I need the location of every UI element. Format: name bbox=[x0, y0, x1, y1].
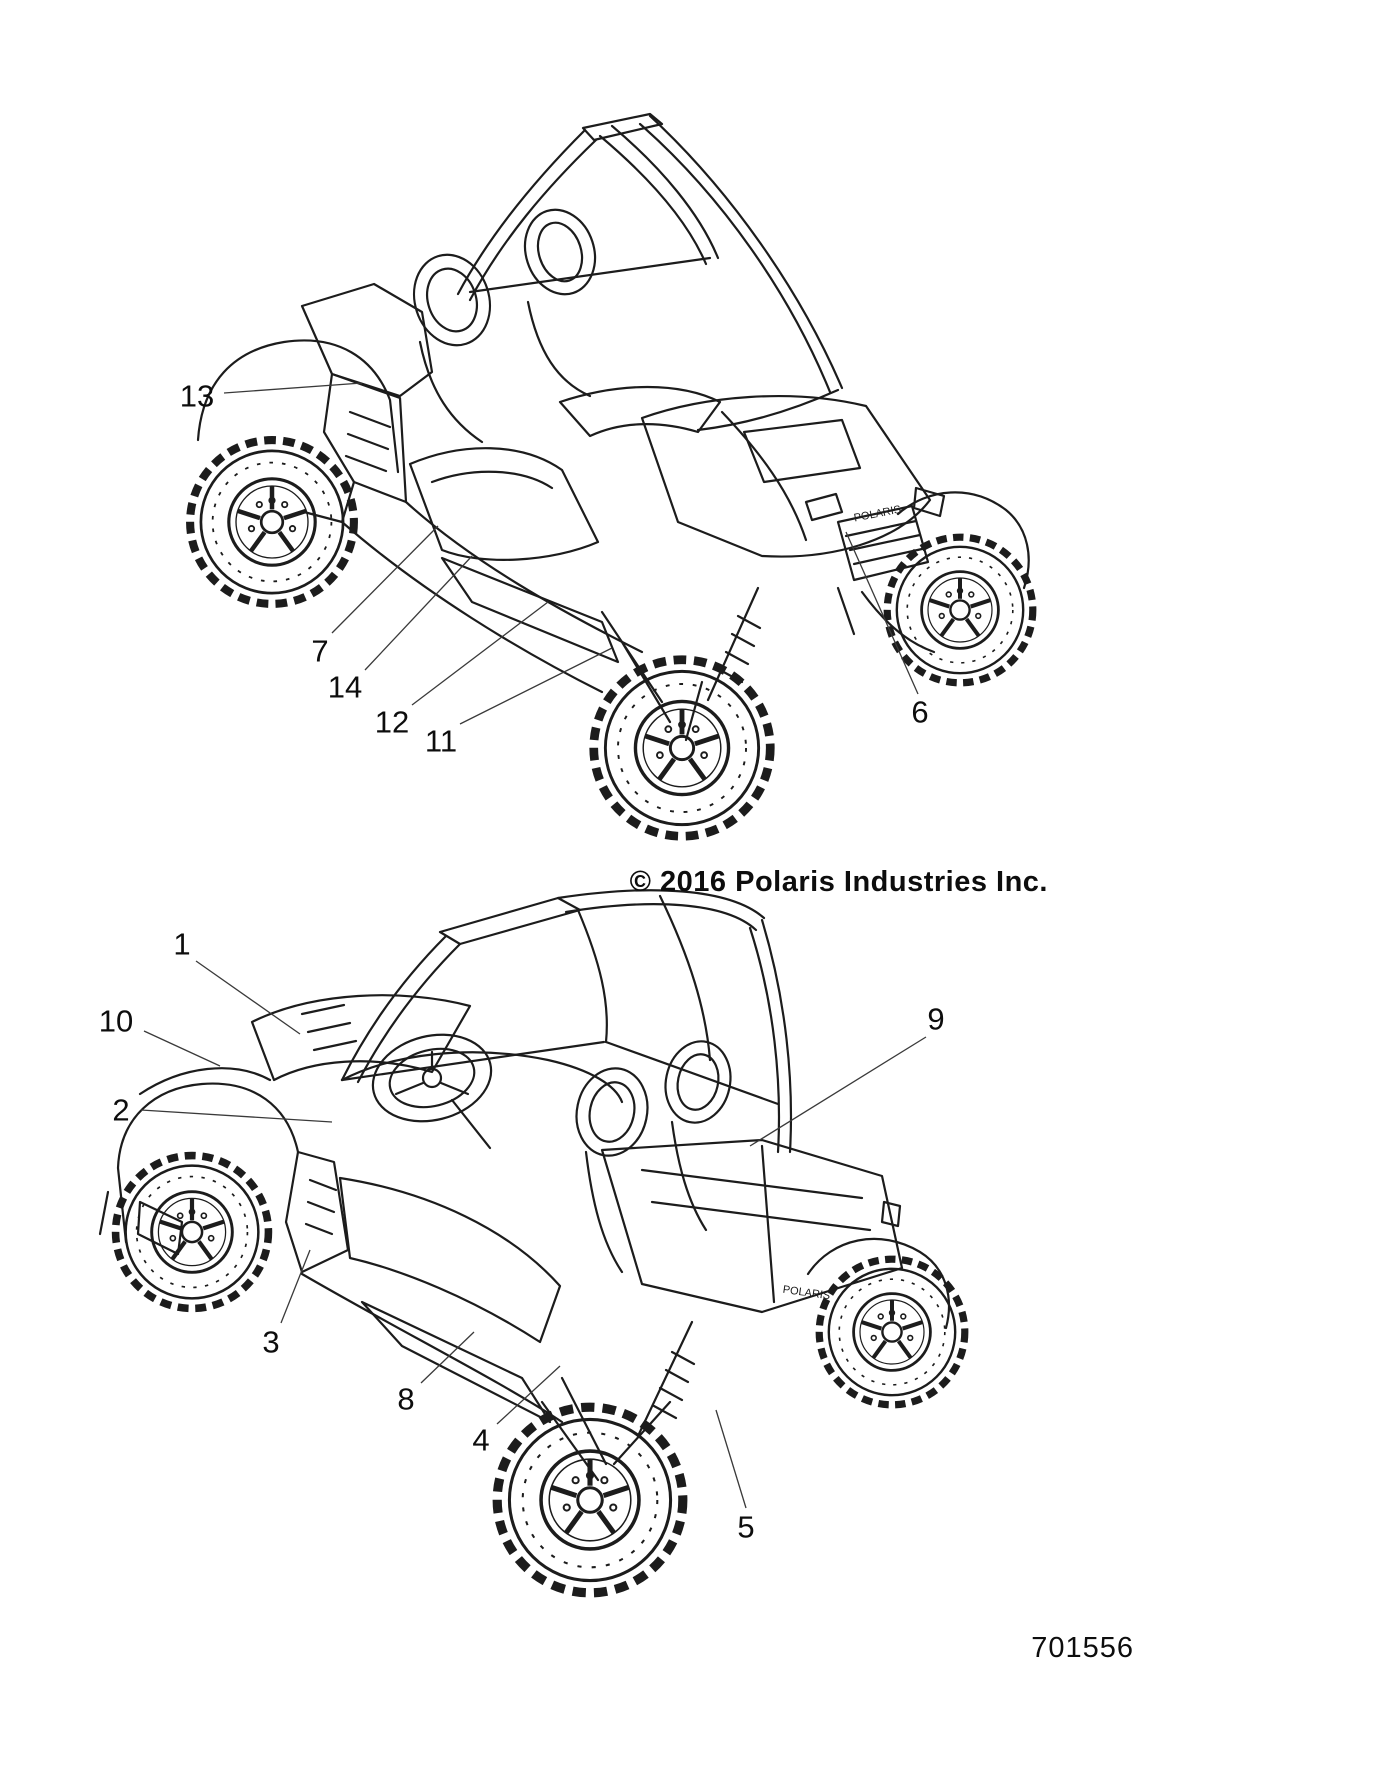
callout-label-5: 5 bbox=[737, 1510, 754, 1545]
top-hood bbox=[558, 385, 932, 558]
callout-leader-5 bbox=[715, 1409, 747, 1509]
callout-leader-2 bbox=[140, 1109, 333, 1123]
top-front-right-wheel bbox=[887, 537, 1033, 683]
top-roll-cage bbox=[456, 112, 844, 432]
top-front-fender bbox=[836, 491, 1030, 654]
callout-leader-6 bbox=[845, 531, 919, 695]
callout-leader-11 bbox=[459, 647, 613, 725]
callout-label-14: 14 bbox=[328, 670, 362, 705]
callout-leader-1 bbox=[195, 960, 301, 1035]
callout-leader-4 bbox=[496, 1365, 561, 1425]
callout-label-1: 1 bbox=[173, 927, 190, 962]
top-suspension bbox=[340, 500, 762, 742]
diagram-part-number: 701556 bbox=[1031, 1632, 1134, 1664]
top-vehicle-drawing: POLARIS bbox=[190, 112, 1033, 837]
bottom-front-fender bbox=[98, 1067, 350, 1274]
bottom-suspension bbox=[300, 1272, 696, 1482]
copyright-notice: © 2016 Polaris Industries Inc. bbox=[629, 866, 1048, 898]
top-front-left-wheel bbox=[594, 660, 771, 837]
callout-label-11: 11 bbox=[425, 724, 457, 759]
bottom-vehicle-drawing: POLARIS bbox=[98, 889, 965, 1593]
top-door-panel bbox=[408, 447, 620, 664]
callout-label-12: 12 bbox=[375, 705, 409, 740]
callout-label-3: 3 bbox=[262, 1325, 279, 1360]
callout-leader-12 bbox=[411, 601, 549, 706]
callout-label-8: 8 bbox=[397, 1382, 414, 1417]
callout-label-4: 4 bbox=[472, 1423, 489, 1458]
callout-leader-8 bbox=[420, 1331, 475, 1384]
top-front-fascia: POLARIS bbox=[804, 486, 946, 582]
bottom-steering-wheel bbox=[371, 1033, 493, 1150]
bottom-rear-text: POLARIS bbox=[782, 1284, 831, 1303]
callout-leader-13 bbox=[223, 382, 363, 394]
callout-leader-9 bbox=[749, 1036, 927, 1147]
callout-layer: 13 714 12 11 6 1 10 2 9 3 8 4 5 bbox=[99, 379, 945, 1545]
bottom-seats bbox=[575, 1040, 732, 1274]
callout-label-6: 6 bbox=[911, 695, 928, 730]
top-rear-left-wheel bbox=[190, 440, 354, 604]
top-seats bbox=[412, 208, 597, 444]
callout-label-9: 9 bbox=[927, 1002, 944, 1037]
callout-leader-3 bbox=[280, 1249, 311, 1324]
bottom-door-panel bbox=[338, 1176, 562, 1424]
callout-leader-14 bbox=[364, 555, 473, 671]
bottom-roll-cage bbox=[340, 889, 793, 1154]
callout-label-7: 7 bbox=[311, 634, 328, 669]
callout-leader-7 bbox=[331, 525, 439, 634]
top-grille-text: POLARIS bbox=[853, 504, 902, 525]
top-rear-body bbox=[196, 282, 434, 524]
callout-label-13: 13 bbox=[180, 379, 214, 414]
callout-label-2: 2 bbox=[112, 1093, 129, 1128]
callout-label-10: 10 bbox=[99, 1004, 133, 1039]
bottom-rear-right-wheel bbox=[819, 1259, 965, 1405]
callout-leader-10 bbox=[143, 1030, 221, 1067]
